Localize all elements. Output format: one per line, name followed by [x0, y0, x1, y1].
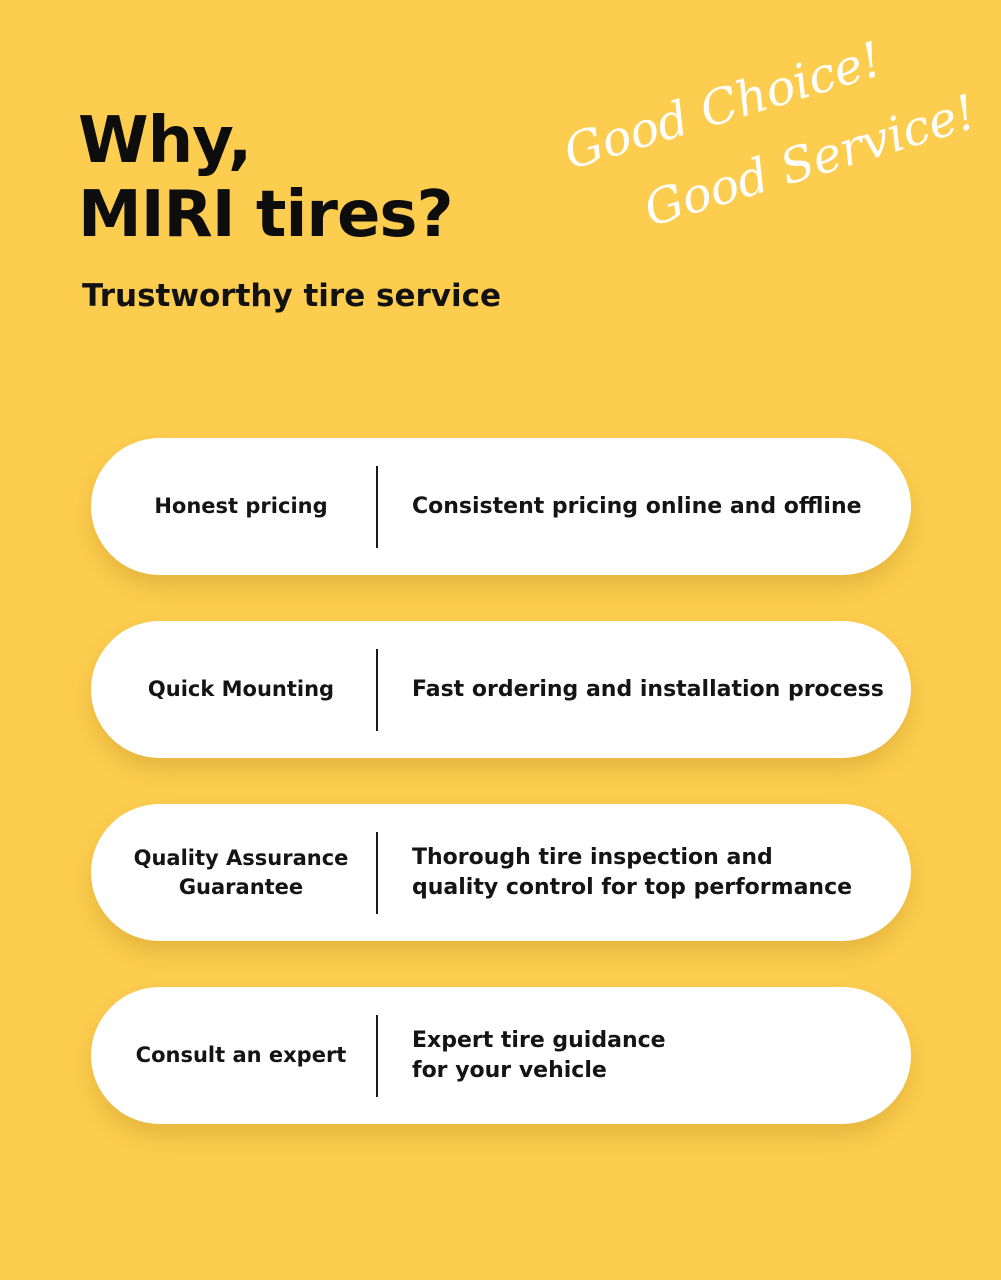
- feature-title: Honest pricing: [154, 494, 328, 518]
- feature-card-quality-assurance: Quality Assurance Guarantee Thorough tir…: [91, 804, 911, 941]
- feature-divider: [376, 1015, 378, 1097]
- feature-description: Expert tire guidance for your vehicle: [412, 1027, 666, 1083]
- feature-divider: [376, 649, 378, 731]
- feature-title: Quick Mounting: [147, 677, 335, 701]
- feature-card-quick-mounting: Quick Mounting Fast ordering and install…: [91, 621, 911, 758]
- headline-line-1: Why,: [78, 104, 252, 178]
- feature-divider: [376, 466, 378, 548]
- feature-title: Consult an expert: [135, 1043, 347, 1067]
- feature-card-consult-expert: Consult an expert Expert tire guidance f…: [91, 987, 911, 1124]
- feature-title: Quality Assurance Guarantee: [133, 845, 349, 899]
- feature-card-honest-pricing: Honest pricing Consistent pricing online…: [91, 438, 911, 575]
- headline: Why, MIRI tires?: [78, 104, 454, 252]
- headline-line-2: MIRI tires?: [78, 178, 454, 252]
- feature-description: Thorough tire inspection and quality con…: [412, 844, 853, 900]
- slogan: Good Choice! Good Service!: [540, 0, 1001, 242]
- feature-description: Consistent pricing online and offline: [412, 493, 862, 519]
- feature-description: Fast ordering and installation process: [412, 676, 884, 702]
- feature-divider: [376, 832, 378, 914]
- subtitle: Trustworthy tire service: [82, 278, 502, 314]
